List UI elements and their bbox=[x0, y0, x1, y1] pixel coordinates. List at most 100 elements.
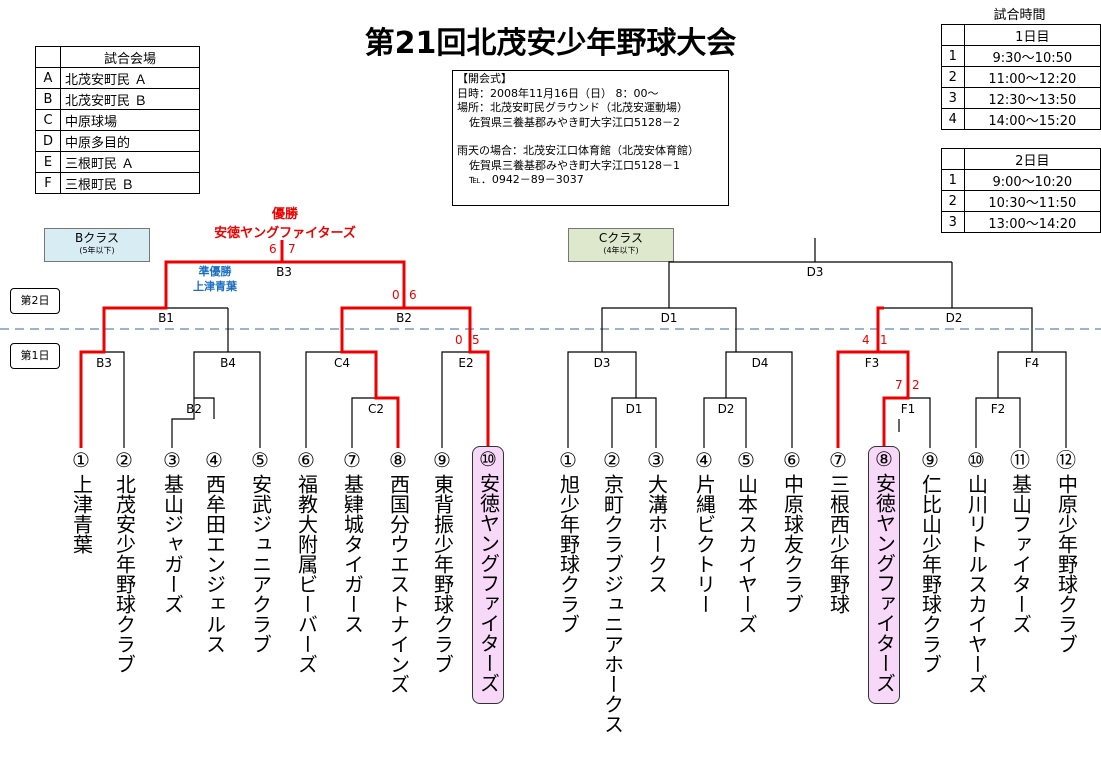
venue-header: 試合会場 bbox=[60, 46, 200, 68]
opening-address: 佐賀県三養基郡みやき町大字江口5128－2 bbox=[469, 115, 680, 129]
bracket-line bbox=[305, 351, 342, 448]
winner-path-b3 bbox=[404, 306, 490, 448]
winner-label: 優勝 bbox=[271, 207, 298, 222]
winner-name: 安徳ヤングファイターズ bbox=[214, 226, 356, 241]
match-label: B1 bbox=[158, 311, 174, 325]
match-label: D3 bbox=[593, 356, 611, 370]
score: 7 bbox=[288, 242, 296, 256]
rain-phone: ℡．0942－89－3037 bbox=[469, 173, 584, 186]
match-label: F4 bbox=[1024, 356, 1040, 370]
match-label: E2 bbox=[458, 356, 474, 370]
match-label: F1 bbox=[900, 402, 916, 416]
slot-time: 11:00～12:20 bbox=[963, 66, 1101, 88]
match-label: D3 bbox=[806, 265, 824, 279]
bracket-line bbox=[567, 238, 952, 448]
match-label: D1 bbox=[660, 311, 678, 325]
winner-block: 優勝 安徳ヤングファイターズ bbox=[210, 203, 360, 241]
class-b-box: Bクラス (5年以下) bbox=[44, 228, 150, 262]
runnerup-name: 上津青葉 bbox=[193, 280, 237, 293]
score: 6 bbox=[269, 242, 277, 256]
slot-time: 10:30～11:50 bbox=[963, 190, 1101, 212]
score: 4 bbox=[862, 333, 870, 347]
class-c-label: Cクラス bbox=[598, 231, 644, 245]
slot-time: 13:00～14:20 bbox=[963, 211, 1101, 233]
class-c-box: Cクラス (4年以下) bbox=[568, 228, 674, 262]
match-label: C2 bbox=[367, 402, 385, 416]
bracket-line bbox=[165, 261, 282, 308]
match-label: B2 bbox=[186, 402, 202, 416]
bracket-line bbox=[351, 397, 376, 448]
winner-path-b1 bbox=[79, 260, 282, 448]
slot-number: 4 bbox=[941, 108, 965, 130]
opening-ceremony-info: 【開会式】 日時：2008年11月16日（日） 8：00～ 場所：北茂安町民グラ… bbox=[452, 70, 729, 206]
class-c-sub: (4年以下) bbox=[603, 246, 639, 255]
opening-place: 場所：北茂安町民グラウンド（北茂安運動場） bbox=[457, 101, 688, 114]
score: 2 bbox=[912, 378, 920, 392]
score: 0 bbox=[455, 333, 463, 347]
score: 7 bbox=[895, 378, 903, 392]
match-label: B2 bbox=[396, 311, 412, 325]
match-label: D1 bbox=[625, 402, 643, 416]
page-title: 第21回北茂安少年野球大会 bbox=[364, 26, 737, 61]
match-label: C4 bbox=[333, 356, 351, 370]
match-label: D2 bbox=[717, 402, 735, 416]
winner-path-c2 bbox=[878, 350, 910, 448]
bracket-line bbox=[171, 308, 261, 448]
match-label: F2 bbox=[990, 402, 1006, 416]
schedule-title: 試合時間 bbox=[993, 8, 1046, 23]
match-label: B3 bbox=[96, 356, 112, 370]
winner-path-b2 bbox=[280, 240, 406, 448]
class-b-label: Bクラス bbox=[75, 231, 119, 245]
match-label: F3 bbox=[864, 356, 880, 370]
bracket-line bbox=[703, 351, 793, 448]
match-label: B4 bbox=[220, 356, 236, 370]
bracket-line bbox=[878, 262, 1033, 448]
runnerup-block: 準優勝 上津青葉 bbox=[175, 264, 255, 294]
day2-box: 第2日 bbox=[10, 288, 60, 314]
venue-name: 三根町民 Ｂ bbox=[60, 172, 200, 194]
match-label: D4 bbox=[751, 356, 769, 370]
bracket-line bbox=[975, 351, 1067, 448]
rain-place: 雨天の場合：北茂安江口体育館（北茂安体育館） bbox=[457, 144, 699, 157]
match-label: D2 bbox=[945, 311, 963, 325]
bracket-line bbox=[104, 351, 125, 448]
day1-box: 第1日 bbox=[10, 343, 60, 369]
rain-address: 佐賀県三養基郡みやき町大字江口5128－1 bbox=[469, 158, 680, 172]
runnerup-label: 準優勝 bbox=[198, 265, 232, 278]
day2-label: 2日目 bbox=[963, 148, 1101, 170]
match-label: B3 bbox=[276, 265, 292, 279]
score: 5 bbox=[472, 333, 480, 347]
slot-time: 14:00～15:20 bbox=[963, 108, 1101, 130]
bracket-line bbox=[441, 351, 470, 448]
score: 6 bbox=[409, 288, 417, 302]
opening-datetime: 日時：2008年11月16日（日） 8：00～ bbox=[457, 86, 659, 100]
score: 0 bbox=[392, 288, 400, 302]
score: 1 bbox=[880, 333, 888, 347]
class-b-sub: (5年以下) bbox=[79, 246, 115, 255]
